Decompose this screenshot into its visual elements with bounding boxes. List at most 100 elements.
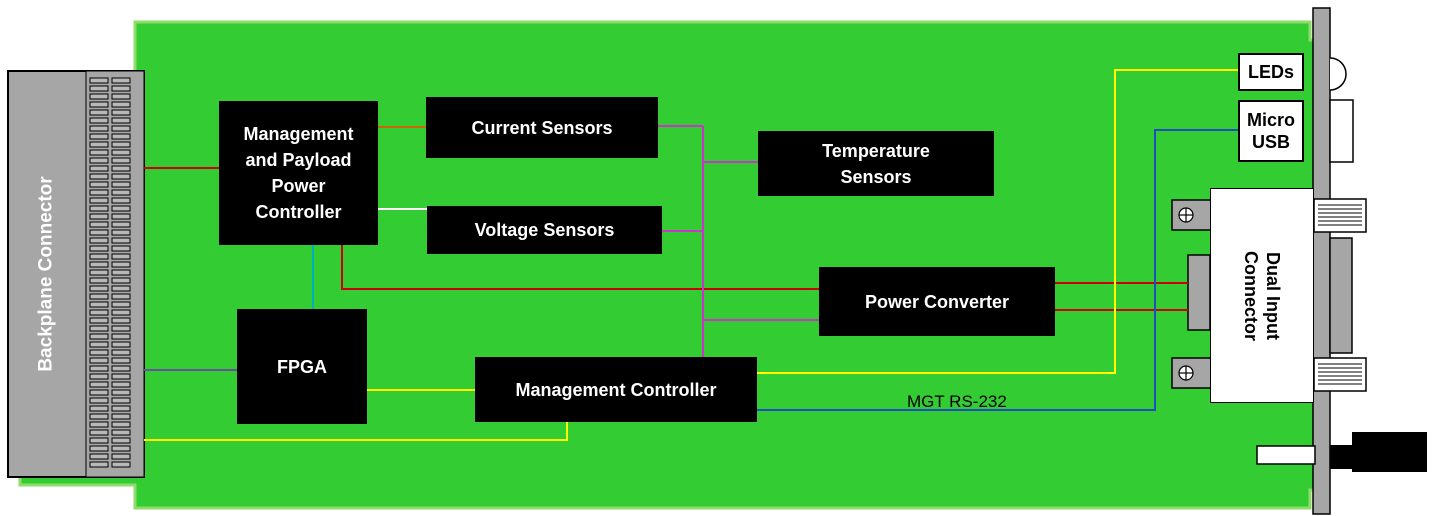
- backplane-pin: [111, 389, 131, 396]
- backplane-pin: [89, 453, 109, 460]
- backplane-pin: [111, 341, 131, 348]
- backplane-pin: [111, 277, 131, 284]
- backplane-pin: [89, 421, 109, 428]
- backplane-pin: [89, 445, 109, 452]
- backplane-pin: [111, 317, 131, 324]
- backplane-pin: [111, 221, 131, 228]
- backplane-pin: [89, 365, 109, 372]
- backplane-pin: [111, 149, 131, 156]
- backplane-pin: [89, 413, 109, 420]
- backplane-pin: [111, 133, 131, 140]
- backplane-pin: [89, 181, 109, 188]
- backplane-pin: [111, 373, 131, 380]
- backplane-pin: [89, 213, 109, 220]
- backplane-pin: [111, 269, 131, 276]
- backplane-pin: [111, 445, 131, 452]
- backplane-pin: [111, 117, 131, 124]
- leds-box: LEDs: [1238, 53, 1304, 91]
- backplane-pin: [89, 301, 109, 308]
- ejector-handle: [1352, 432, 1427, 472]
- backplane-pin: [111, 109, 131, 116]
- backplane-pin: [111, 165, 131, 172]
- backplane-pin: [111, 333, 131, 340]
- backplane-pin: [89, 269, 109, 276]
- screw-bottom-icon: [1178, 365, 1194, 381]
- mgt-rs232-label: MGT RS-232: [907, 392, 1007, 411]
- backplane-pin: [89, 381, 109, 388]
- backplane-pin: [89, 253, 109, 260]
- fpga: FPGA: [237, 309, 367, 424]
- backplane-pin: [89, 237, 109, 244]
- backplane-pin: [89, 357, 109, 364]
- dual-input-connector: Dual Input Connector: [1210, 188, 1314, 403]
- power-converter: Power Converter: [819, 267, 1055, 336]
- backplane-pin: [89, 349, 109, 356]
- backplane-pin: [111, 181, 131, 188]
- ejector-latch: [1256, 445, 1316, 465]
- backplane-pin: [89, 317, 109, 324]
- backplane-pin: [89, 157, 109, 164]
- backplane-pin: [89, 325, 109, 332]
- backplane-pin: [89, 341, 109, 348]
- backplane-pin: [111, 397, 131, 404]
- backplane-pin: [89, 133, 109, 140]
- backplane-pin: [111, 429, 131, 436]
- backplane-pin: [89, 165, 109, 172]
- backplane-pin: [111, 253, 131, 260]
- backplane-pin: [89, 333, 109, 340]
- mgmt-payload-power-controller: Management and Payload Power Controller: [219, 101, 378, 245]
- backplane-pin: [111, 325, 131, 332]
- backplane-pin: [89, 173, 109, 180]
- backplane-pin: [111, 309, 131, 316]
- management-controller: Management Controller: [475, 357, 757, 422]
- backplane-pin: [111, 261, 131, 268]
- backplane-pin: [111, 197, 131, 204]
- micro-usb-box: Micro USB: [1238, 100, 1304, 162]
- backplane-pin: [111, 437, 131, 444]
- backplane-pin: [111, 85, 131, 92]
- backplane-pin: [89, 109, 109, 116]
- backplane-pin: [89, 85, 109, 92]
- wire-backplane-mgmt: [144, 422, 568, 441]
- backplane-pin: [89, 141, 109, 148]
- thumbscrew-top: [1313, 198, 1367, 233]
- backplane-pin: [89, 461, 109, 468]
- ejector-stem: [1330, 445, 1352, 469]
- backplane-pin: [111, 173, 131, 180]
- backplane-pin: [89, 309, 109, 316]
- dsub-shell: [1187, 254, 1211, 331]
- backplane-pin: [89, 293, 109, 300]
- backplane-pin: [89, 197, 109, 204]
- backplane-pin: [111, 421, 131, 428]
- backplane-pin: [111, 213, 131, 220]
- backplane-pin: [111, 453, 131, 460]
- backplane-pin: [89, 229, 109, 236]
- backplane-pin: [89, 437, 109, 444]
- backplane-pin: [89, 373, 109, 380]
- backplane-pin: [89, 397, 109, 404]
- backplane-pin: [111, 413, 131, 420]
- backplane-pin: [89, 189, 109, 196]
- wire-mgmt-usb: [757, 129, 1238, 411]
- pin-array: [89, 77, 131, 468]
- led-lens: [1329, 57, 1347, 91]
- backplane-pin: [111, 293, 131, 300]
- backplane-pin: [89, 261, 109, 268]
- backplane-pin: [89, 117, 109, 124]
- dsub-back: [1329, 237, 1353, 354]
- backplane-pin: [111, 229, 131, 236]
- backplane-pin: [111, 365, 131, 372]
- backplane-pin: [89, 93, 109, 100]
- backplane-pin: [111, 237, 131, 244]
- backplane-pin: [111, 141, 131, 148]
- backplane-pin: [111, 205, 131, 212]
- backplane-pin: [89, 77, 109, 84]
- backplane-pin: [111, 349, 131, 356]
- wire-power-controller-to-converter: [341, 245, 819, 290]
- backplane-connector-label: Backplane Connector: [36, 176, 58, 372]
- voltage-sensors: Voltage Sensors: [427, 206, 662, 254]
- backplane-pin: [89, 205, 109, 212]
- backplane-pin: [111, 77, 131, 84]
- backplane-pin: [111, 189, 131, 196]
- backplane-pin: [89, 389, 109, 396]
